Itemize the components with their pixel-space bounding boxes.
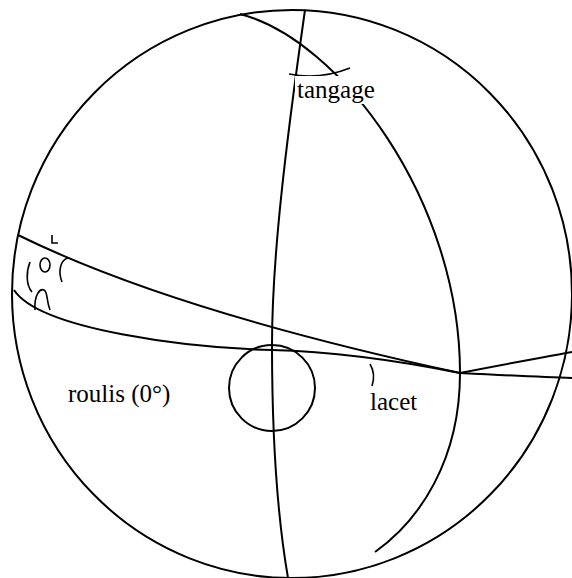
lacet-angle-arc — [370, 364, 374, 386]
angle-label: tangage — [295, 76, 377, 104]
sphere-outline — [12, 10, 572, 578]
angle-label: lacet — [368, 388, 419, 416]
roulis-circle — [229, 345, 315, 431]
angle-label: roulis (0°) — [66, 380, 172, 408]
observer-sketch — [27, 235, 68, 310]
equator-great-circle — [14, 290, 572, 378]
tilted-meridian — [240, 14, 460, 552]
tangage-angle-arc — [289, 68, 350, 76]
